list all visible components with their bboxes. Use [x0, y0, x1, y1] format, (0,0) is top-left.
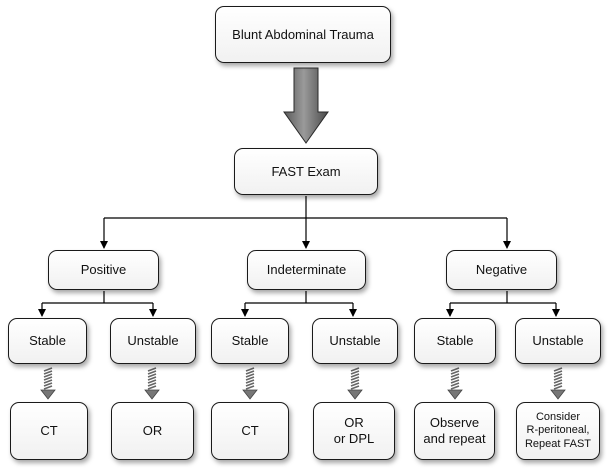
root-node: Blunt Abdominal Trauma [215, 6, 391, 63]
outcome-line: Consider [535, 411, 581, 424]
striped-down-arrow [447, 367, 463, 400]
result-node-negative: Negative [446, 250, 557, 290]
fast-exam-label: FAST Exam [271, 163, 341, 179]
root-label: Blunt Abdominal Trauma [232, 26, 374, 42]
status-label: Unstable [127, 333, 179, 349]
outcome-node-or: OR [111, 402, 194, 460]
striped-down-arrow [40, 367, 56, 400]
status-node-indeterminate-unstable: Unstable [312, 318, 398, 364]
outcome-node-observe: Observe and repeat [414, 402, 495, 460]
exam-to-results-connector [100, 196, 511, 249]
status-label: Unstable [532, 333, 584, 349]
status-node-indeterminate-stable: Stable [211, 318, 289, 364]
result-node-indeterminate: Indeterminate [247, 250, 366, 290]
fast-exam-node: FAST Exam [234, 148, 378, 195]
outcome-node-ct: CT [211, 402, 289, 460]
striped-down-arrow [242, 367, 258, 400]
outcome-node-consider: Consider R-peritoneal, Repeat FAST [516, 402, 600, 460]
status-node-negative-unstable: Unstable [515, 318, 601, 364]
striped-down-arrow [144, 367, 160, 400]
big-down-arrow [283, 67, 329, 144]
status-node-positive-stable: Stable [8, 318, 87, 364]
outcome-line: Observe [429, 415, 480, 431]
outcome-line: and repeat [423, 431, 486, 446]
result-node-positive: Positive [48, 250, 159, 290]
outcome-node-ct: CT [10, 402, 88, 460]
striped-down-arrow [347, 367, 363, 400]
status-label: Stable [436, 333, 474, 349]
outcome-node-or-dpl: OR or DPL [313, 402, 395, 460]
status-label: Unstable [329, 333, 381, 349]
status-label: Stable [29, 333, 66, 349]
outcome-line: OR [142, 423, 163, 439]
status-node-positive-unstable: Unstable [110, 318, 196, 364]
outcome-line: Repeat FAST [524, 437, 592, 450]
outcome-line: OR [344, 415, 364, 431]
outcome-line: CT [40, 423, 58, 439]
results-to-status-connectors [38, 291, 560, 317]
outcome-line: or DPL [333, 431, 375, 446]
outcome-line: CT [241, 423, 259, 439]
striped-down-arrow [550, 367, 566, 400]
result-label: Indeterminate [266, 262, 347, 278]
status-node-negative-stable: Stable [414, 318, 496, 364]
result-label: Negative [475, 262, 528, 278]
result-label: Positive [80, 262, 127, 278]
status-label: Stable [231, 333, 269, 349]
outcome-line: R-peritoneal, [526, 424, 590, 437]
